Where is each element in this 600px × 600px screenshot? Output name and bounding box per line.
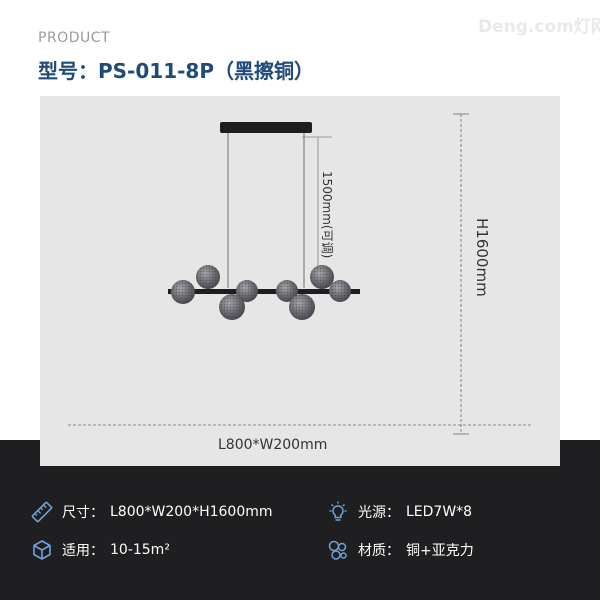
spec-material: 材质： 铜+亚克力 (326, 538, 474, 562)
cable-length-label: 1500mm(可调) (320, 171, 334, 258)
deng-logo: Deng.com灯网 (478, 17, 600, 37)
spec-area: 适用： 10-15m² (30, 538, 170, 562)
height-label: H1600mm (473, 218, 491, 297)
spec-area-label: 适用： (62, 543, 104, 559)
chandelier-drawing: 1500mm(可调) H1600mm L800*W200mm (68, 113, 532, 453)
spec-area-value: 10-15m² (110, 542, 170, 558)
spec-size-label: 尺寸： (62, 505, 104, 521)
width-label: L800*W200mm (218, 437, 327, 453)
product-label: PRODUCT (38, 30, 111, 46)
spec-light: 光源： LED7W*8 (326, 500, 472, 524)
spec-footer (0, 440, 600, 600)
glass-globe (310, 265, 334, 289)
ceiling-canopy (220, 122, 312, 133)
glass-globe (236, 280, 258, 302)
glass-globe (219, 294, 245, 320)
glass-globe (276, 280, 298, 302)
ruler-icon (30, 500, 54, 524)
frame-bar (168, 289, 360, 294)
model-title: 型号：PS-011-8P（黑擦铜） (38, 59, 314, 83)
spec-material-value: 铜+亚克力 (406, 543, 474, 559)
product-image-panel: 1500mm(可调) H1600mm L800*W200mm (40, 96, 560, 466)
spec-size-value: L800*W200*H1600mm (110, 504, 273, 520)
glass-globe (196, 265, 220, 289)
spec-material-label: 材质： (358, 543, 400, 559)
glass-globe (329, 280, 351, 302)
spec-size: 尺寸： L800*W200*H1600mm (30, 500, 273, 524)
bulb-icon (326, 500, 350, 524)
cube-icon (30, 538, 54, 562)
spec-light-label: 光源： (358, 505, 400, 521)
spec-light-value: LED7W*8 (406, 504, 473, 520)
material-icon (326, 538, 350, 562)
glass-globe (289, 294, 315, 320)
glass-globe (171, 280, 195, 304)
